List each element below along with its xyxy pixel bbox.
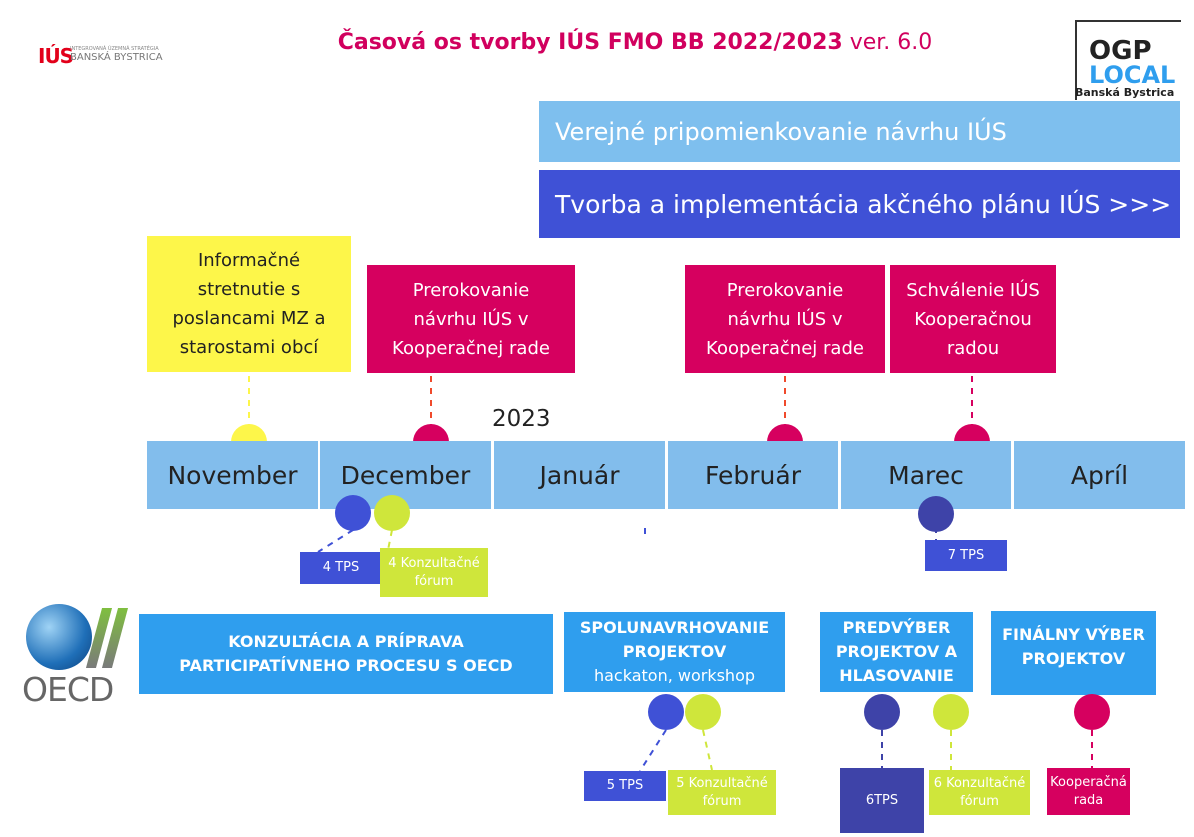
title-main: Časová os tvorby IÚS FMO BB 2022/2023 [337, 30, 843, 55]
meeting-5-tps: 5 TPS [584, 771, 666, 801]
lime-dot [374, 495, 410, 531]
month-april: Apríl [1014, 441, 1185, 509]
event-info-meeting: Informačné stretnutie s poslancami MZ a … [147, 236, 351, 372]
lime-dot [933, 694, 969, 730]
phase-final-selection: FINÁLNY VÝBER PROJEKTOV [991, 611, 1156, 695]
navy-dot [918, 496, 954, 532]
meeting-coop-council: Kooperačná rada [1047, 768, 1130, 815]
banska-bystrica-text: Banská Bystrica [1075, 86, 1175, 99]
phase-codesign: SPOLUNAVRHOVANIE PROJEKTOV hackaton, wor… [564, 612, 785, 692]
meeting-4-tps: 4 TPS [300, 552, 382, 584]
month-november: November [147, 441, 318, 509]
connector [317, 529, 354, 553]
month-februar: Február [668, 441, 838, 509]
ius-line1: INTEGROVANÁ ÚZEMNÁ STRATÉGIA [70, 46, 159, 52]
lime-dot [685, 694, 721, 730]
globe-icon [26, 604, 92, 670]
ogp-local-logo: OGP LOCAL Banská Bystrica [1075, 20, 1181, 100]
title-version: ver. 6.0 [849, 30, 933, 55]
connector [639, 729, 667, 772]
year-label: 2023 [492, 406, 551, 432]
event-approval: Schválenie IÚS Kooperačnou radou [890, 265, 1056, 373]
meeting-4-forum: 4 Konzultačné fórum [380, 548, 488, 597]
page-title: Časová os tvorby IÚS FMO BB 2022/2023 ve… [0, 30, 1194, 55]
ogp-text: OGP [1089, 36, 1152, 66]
phase-preselection: PREDVÝBER PROJEKTOV A HLASOVANIE [820, 612, 973, 692]
ius-mark: IÚS [38, 44, 74, 68]
navy-dot [864, 694, 900, 730]
meeting-7-tps: 7 TPS [925, 540, 1007, 571]
ius-logo: IÚS INTEGROVANÁ ÚZEMNÁ STRATÉGIA BANSKÁ … [38, 44, 163, 68]
ius-line2: BANSKÁ BYSTRICA [70, 52, 163, 63]
blue-dot [335, 495, 371, 531]
oecd-text: OECD [22, 670, 114, 709]
public-comment-bar: Verejné pripomienkovanie návrhu IÚS [539, 101, 1180, 162]
connector [702, 729, 713, 771]
event-coop-december: Prerokovanie návrhu IÚS v Kooperačnej ra… [367, 265, 575, 373]
oecd-logo: OECD [22, 604, 132, 709]
action-plan-bar: Tvorba a implementácia akčného plánu IÚS… [539, 170, 1180, 238]
phase-codesign-title: SPOLUNAVRHOVANIE PROJEKTOV [579, 618, 770, 661]
local-text: LOCAL [1089, 61, 1176, 89]
event-coop-february: Prerokovanie návrhu IÚS v Kooperačnej ra… [685, 265, 885, 373]
meeting-6-tps: 6TPS [840, 768, 924, 833]
phase-codesign-subtitle: hackaton, workshop [593, 666, 756, 685]
blue-dot [648, 694, 684, 730]
connector [387, 529, 393, 551]
phase-consultation: KONZULTÁCIA A PRÍPRAVA PARTICIPATÍVNEHO … [139, 614, 553, 694]
magenta-dot [1074, 694, 1110, 730]
meeting-5-forum: 5 Konzultačné fórum [668, 770, 776, 815]
meeting-6-forum: 6 Konzultačné fórum [929, 770, 1030, 815]
month-januar: Január [494, 441, 665, 509]
